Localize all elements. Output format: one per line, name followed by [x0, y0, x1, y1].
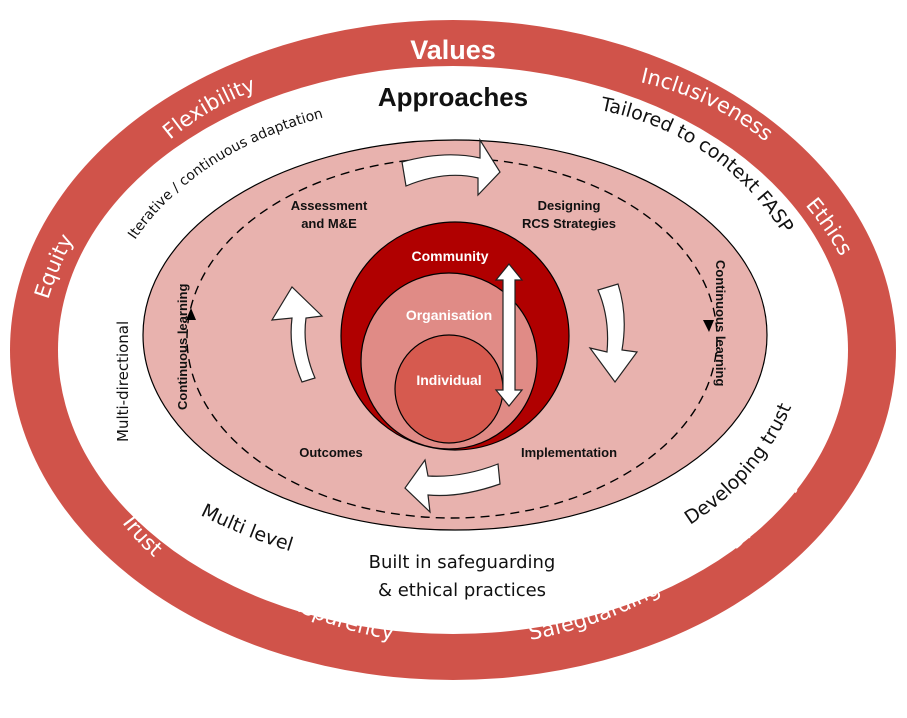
loop-arrowhead-up-icon [186, 308, 196, 320]
continuous-learning-right: Continuous learning [713, 260, 728, 386]
level-organisation: Organisation [406, 307, 492, 323]
individual-circle [394, 334, 504, 444]
approaches-title: Approaches [378, 82, 528, 112]
stage-designing-line1: Designing [538, 198, 601, 213]
continuous-learning-left: Continuous learning [175, 284, 190, 410]
approach-built-in-line2: & ethical practices [378, 580, 546, 601]
approach-built-in-line1: Built in safeguarding [369, 552, 556, 573]
approach-multi-directional: Multi-directional [114, 321, 132, 442]
stage-designing-line2: RCS Strategies [522, 216, 616, 231]
arrow-top-right-icon [401, 137, 501, 197]
loop-arrowhead-down-icon [703, 320, 714, 332]
double-arrow-icon [494, 263, 524, 407]
stage-implementation: Implementation [521, 445, 617, 460]
arrow-bottom-left-icon [404, 458, 501, 514]
stage-outcomes: Outcomes [299, 445, 363, 460]
level-individual: Individual [416, 372, 481, 388]
arrow-right-down-icon [588, 283, 639, 384]
stage-assessment-line1: Assessment [291, 198, 368, 213]
arrow-left-up-icon [270, 286, 324, 383]
values-title: Values [410, 35, 496, 65]
stage-assessment-line2: and M&E [301, 216, 357, 231]
level-community: Community [412, 248, 489, 264]
